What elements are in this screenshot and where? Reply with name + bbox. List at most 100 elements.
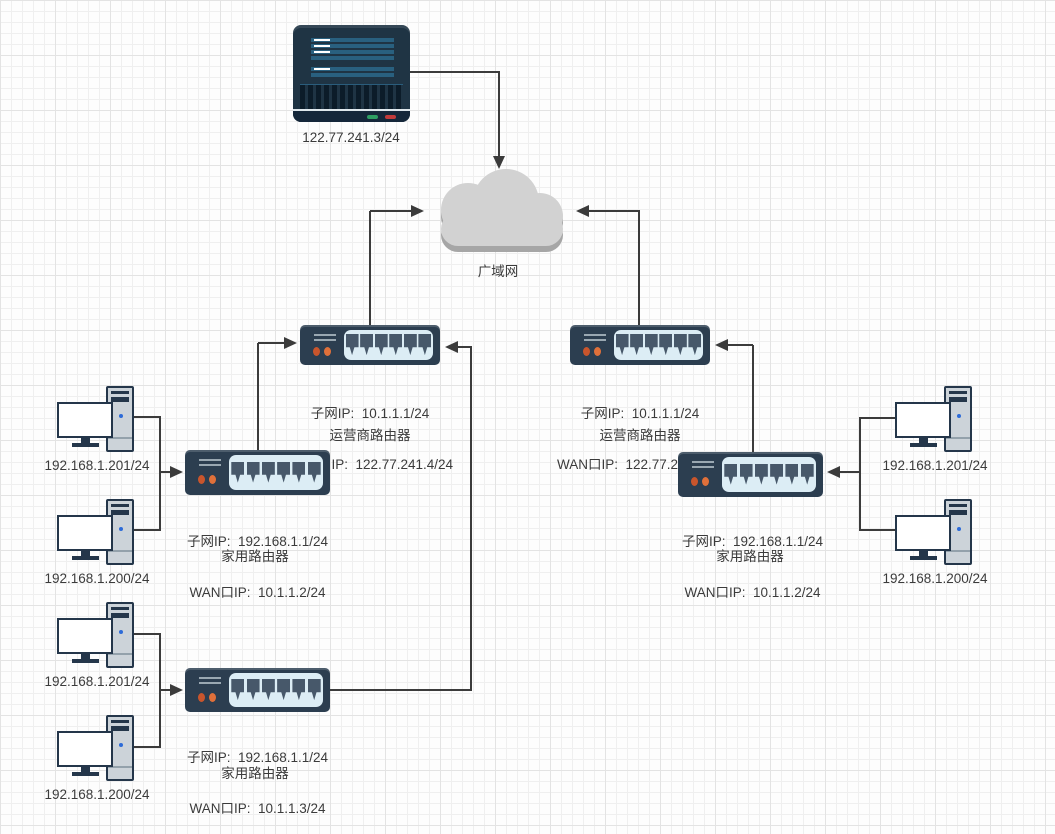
power-led-icon [119, 414, 123, 418]
power-led-icon [957, 414, 961, 418]
server-led-red [385, 115, 396, 119]
pc-ip-label: 192.168.1.201/24 [882, 458, 988, 473]
bus-lefttop-pc1 [134, 416, 160, 418]
router-home-right-ips: 子网IP: 192.168.1.1/24 WAN口IP: 10.1.1.2/24 [660, 499, 845, 618]
bus-leftbottom-branch [159, 689, 171, 691]
monitor-base-icon [72, 556, 99, 560]
edge-homeleft-to-ispleft-v [257, 343, 259, 451]
pc-monitor-icon [57, 515, 113, 551]
ethernet-port-icon [770, 463, 784, 485]
ethernet-port-icon [724, 463, 738, 485]
edge-ispright-to-cloud-h [589, 210, 640, 212]
ethernet-port-icon [246, 679, 260, 701]
pc-monitor-icon [57, 731, 113, 767]
router-led-icon [691, 477, 698, 486]
ethernet-port-icon [374, 334, 388, 356]
edge-homeright-to-ispright-h [728, 344, 753, 346]
router-vent-line [199, 682, 221, 684]
power-led-icon [119, 743, 123, 747]
ethernet-port-icon [261, 461, 275, 483]
router-led-icon [209, 693, 216, 702]
bus-lefttop-branch [159, 471, 171, 473]
pc-monitor-icon [57, 618, 113, 654]
ethernet-port-icon [659, 334, 673, 356]
pc-leftbottom-2[interactable] [57, 715, 137, 787]
pc-right-2[interactable] [895, 499, 975, 571]
wan-ip-line: WAN口IP: 10.1.1.2/24 [189, 585, 326, 600]
arrowhead-into-cloud-top [493, 156, 505, 169]
bus-right-branch [840, 471, 860, 473]
router-led-icon [313, 347, 320, 356]
pc-leftbottom-1[interactable] [57, 602, 137, 674]
monitor-base-icon [72, 659, 99, 663]
power-led-icon [119, 630, 123, 634]
router-home-right-name: 家用路由器 [716, 549, 784, 564]
edge-homebottom-loop-v [470, 346, 472, 690]
ethernet-port-icon [360, 334, 374, 356]
router-led-icon [324, 347, 331, 356]
monitor-base-icon [72, 772, 99, 776]
ethernet-port-icon [231, 461, 245, 483]
bus-leftbottom-pc1 [134, 633, 160, 635]
router-isp-right[interactable] [570, 325, 710, 365]
bus-lefttop-pc2 [134, 529, 160, 531]
edge-ispright-to-cloud-v [638, 211, 640, 325]
router-led-icon [198, 693, 205, 702]
router-vent-line [314, 339, 336, 341]
arrowhead-into-homeleft [170, 466, 183, 478]
pc-right-1[interactable] [895, 386, 975, 458]
pc-monitor-icon [57, 402, 113, 438]
ethernet-port-icon [307, 679, 321, 701]
ethernet-port-icon [389, 334, 403, 356]
monitor-stand-icon [81, 767, 90, 772]
router-vent-line [199, 459, 221, 461]
router-isp-right-name: 运营商路由器 [599, 428, 681, 443]
server-vent-slats [300, 84, 403, 109]
ethernet-port-icon [673, 334, 687, 356]
router-vent-line [199, 677, 221, 679]
ethernet-port-icon [644, 334, 658, 356]
edge-homebottom-loop-bottom [330, 689, 472, 691]
edge-homebottom-loop-top [458, 346, 472, 348]
router-led-icon [583, 347, 590, 356]
router-vent-line [314, 334, 336, 336]
pc-lefttop-1[interactable] [57, 386, 137, 458]
pc-monitor-icon [895, 402, 951, 438]
router-isp-left[interactable] [300, 325, 440, 365]
server-ip-label: 122.77.241.3/24 [302, 130, 400, 145]
router-port-panel [344, 330, 433, 360]
pc-lefttop-2[interactable] [57, 499, 137, 571]
monitor-stand-icon [81, 438, 90, 443]
bus-lefttop-v [159, 416, 161, 531]
arrowhead-into-ispright-right [715, 339, 728, 351]
router-home-left[interactable] [185, 450, 330, 495]
subnet-ip-line: 子网IP: 192.168.1.1/24 [186, 750, 329, 765]
router-home-right[interactable] [678, 452, 823, 497]
server-bottom-strip [293, 109, 410, 122]
subnet-ip-line: 子网IP: 10.1.1.1/24 [310, 406, 430, 421]
ethernet-port-icon [785, 463, 799, 485]
router-home-bottom[interactable] [185, 668, 330, 712]
pc-ip-label: 192.168.1.201/24 [44, 458, 150, 473]
router-vent-line [692, 466, 714, 468]
ethernet-port-icon [754, 463, 768, 485]
ethernet-port-icon [261, 679, 275, 701]
server-icon[interactable] [293, 25, 410, 122]
router-isp-left-name: 运营商路由器 [329, 428, 411, 443]
pc-ip-label: 192.168.1.200/24 [882, 571, 988, 586]
arrowhead-into-homeright [827, 466, 840, 478]
arrowhead-into-cloud-right [576, 205, 589, 217]
ethernet-port-icon [615, 334, 629, 356]
wan-cloud-icon[interactable] [424, 168, 574, 261]
router-port-panel [229, 673, 323, 707]
edge-homeright-to-ispright-v [752, 345, 754, 453]
router-vent-line [692, 461, 714, 463]
router-vent-line [584, 334, 606, 336]
bus-right-pc2 [860, 529, 896, 531]
router-led-icon [594, 347, 601, 356]
pc-ip-label: 192.168.1.201/24 [44, 674, 150, 689]
wan-cloud-label: 广域网 [477, 264, 519, 279]
router-led-icon [209, 475, 216, 484]
ethernet-port-icon [307, 461, 321, 483]
arrowhead-into-ispleft-left [284, 337, 297, 349]
